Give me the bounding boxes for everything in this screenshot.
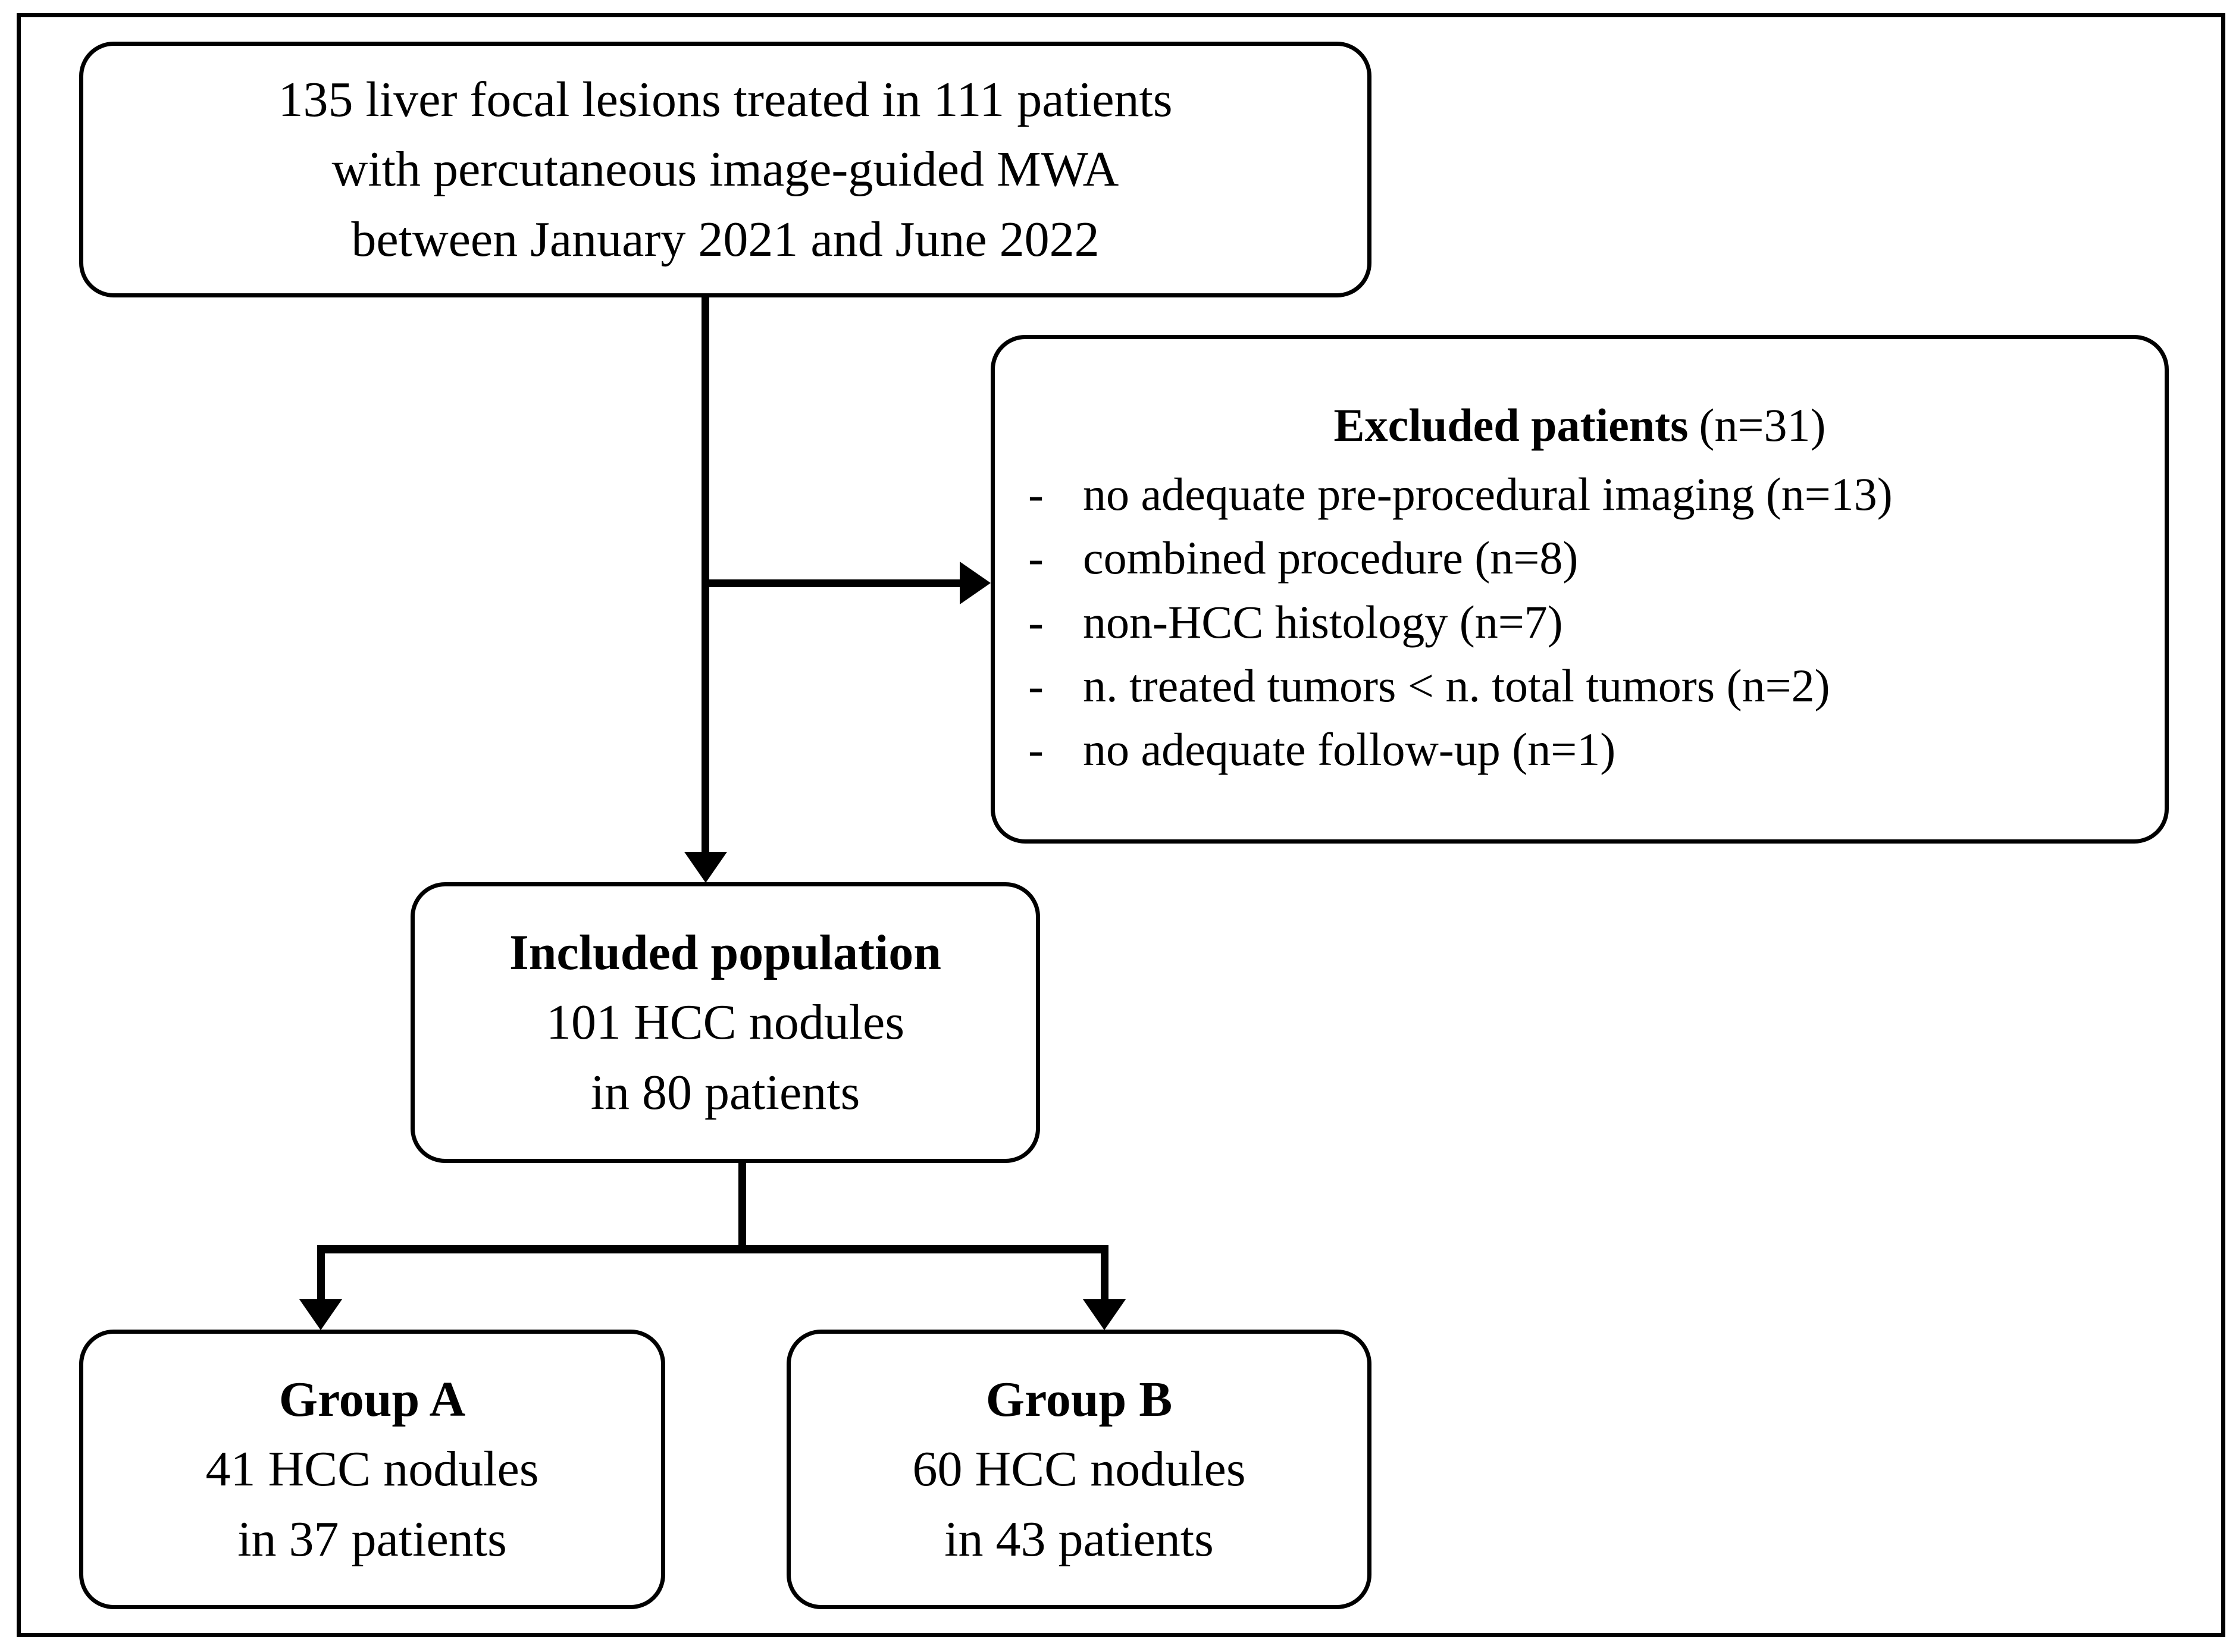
connector-drop-to-group-b bbox=[1101, 1245, 1108, 1308]
connector-included-to-split bbox=[738, 1163, 746, 1249]
source-population-box: 135 liver focal lesions treated in 111 p… bbox=[79, 42, 1371, 297]
excluded-reason-text: combined procedure (n=8) bbox=[1083, 532, 1579, 584]
excluded-reason-item: - no adequate pre-procedural imaging (n=… bbox=[1028, 464, 2131, 524]
group-b-patients-count: in 43 patients bbox=[944, 1511, 1214, 1567]
source-line-1: 135 liver focal lesions treated in 111 p… bbox=[278, 71, 1173, 127]
group-b-heading: Group B bbox=[985, 1371, 1173, 1427]
connector-source-to-excluded bbox=[702, 579, 972, 587]
bullet-dash-icon: - bbox=[1028, 723, 1044, 776]
connector-drop-to-group-a bbox=[317, 1245, 325, 1308]
excluded-patients-box: Excluded patients(n=31) - no adequate pr… bbox=[991, 335, 2169, 844]
included-patients-count: in 80 patients bbox=[590, 1064, 860, 1120]
arrowhead-down-to-included bbox=[684, 852, 727, 883]
excluded-reason-text: no adequate pre-procedural imaging (n=13… bbox=[1083, 468, 1893, 520]
excluded-reason-text: n. treated tumors < n. total tumors (n=2… bbox=[1083, 659, 1830, 711]
bullet-dash-icon: - bbox=[1028, 659, 1044, 711]
excluded-reason-text: non-HCC histology (n=7) bbox=[1083, 595, 1563, 648]
bullet-dash-icon: - bbox=[1028, 532, 1044, 584]
excluded-reason-item: - n. treated tumors < n. total tumors (n… bbox=[1028, 656, 2131, 716]
included-heading: Included population bbox=[509, 924, 941, 980]
excluded-reason-text: no adequate follow-up (n=1) bbox=[1083, 723, 1616, 776]
bullet-dash-icon: - bbox=[1028, 595, 1044, 648]
group-a-box: Group A 41 HCC nodules in 37 patients bbox=[79, 1330, 665, 1609]
source-line-2: with percutaneous image-guided MWA bbox=[331, 142, 1119, 198]
excluded-reason-item: - combined procedure (n=8) bbox=[1028, 528, 2131, 588]
included-population-box: Included population 101 HCC nodules in 8… bbox=[411, 882, 1040, 1163]
excluded-heading: Excluded patients(n=31) bbox=[1028, 395, 2131, 455]
excluded-heading-label: Excluded patients bbox=[1333, 399, 1689, 452]
bullet-dash-icon: - bbox=[1028, 468, 1044, 520]
arrowhead-down-to-group-b bbox=[1083, 1299, 1126, 1330]
excluded-reason-item: - non-HCC histology (n=7) bbox=[1028, 592, 2131, 652]
excluded-heading-count: (n=31) bbox=[1699, 399, 1826, 452]
group-b-nodules-count: 60 HCC nodules bbox=[912, 1441, 1246, 1497]
included-nodules-count: 101 HCC nodules bbox=[546, 995, 905, 1051]
connector-split-bar bbox=[317, 1245, 1108, 1253]
group-a-nodules-count: 41 HCC nodules bbox=[205, 1441, 539, 1497]
source-line-3: between January 2021 and June 2022 bbox=[351, 211, 1100, 267]
group-a-heading: Group A bbox=[278, 1371, 466, 1427]
arrowhead-right-to-excluded bbox=[960, 562, 991, 604]
excluded-reason-item: - no adequate follow-up (n=1) bbox=[1028, 719, 2131, 779]
group-a-patients-count: in 37 patients bbox=[237, 1511, 507, 1567]
arrowhead-down-to-group-a bbox=[299, 1299, 342, 1330]
group-b-box: Group B 60 HCC nodules in 43 patients bbox=[787, 1330, 1371, 1609]
excluded-reason-list: - no adequate pre-procedural imaging (n=… bbox=[1028, 464, 2131, 783]
